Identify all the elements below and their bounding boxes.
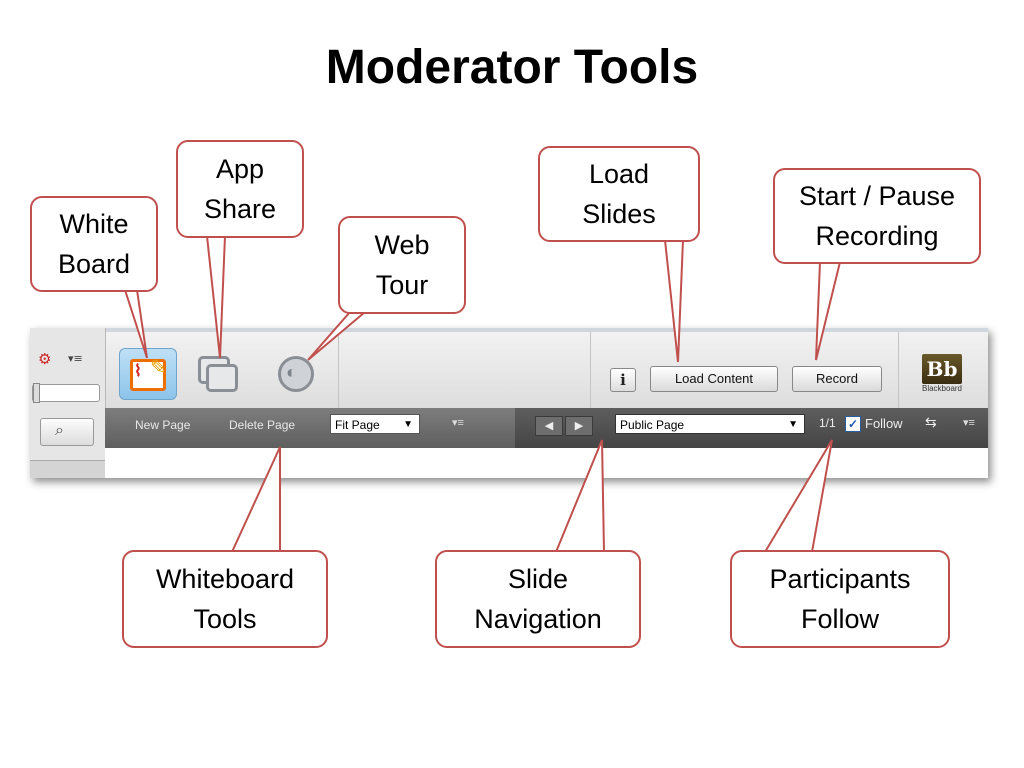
- toolbar-divider: [590, 332, 591, 412]
- volume-slider[interactable]: [32, 383, 100, 403]
- search-icon: ⌕: [55, 422, 64, 439]
- whiteboard-canvas[interactable]: [105, 448, 988, 478]
- web-tour-icon: [278, 356, 314, 392]
- load-content-button[interactable]: Load Content: [650, 366, 778, 392]
- follow-checkbox[interactable]: ✓: [845, 416, 861, 432]
- whiteboard-icon: [130, 359, 166, 391]
- slide-navigation-bar: ◀ ▶ Public Page▼ 1/1 ✓ Follow ⇆ ▾≡: [515, 408, 988, 448]
- whiteboard-menu-icon[interactable]: ▾≡: [452, 417, 464, 429]
- toolbar-divider: [338, 332, 339, 412]
- gear-icon[interactable]: ⚙: [38, 351, 52, 368]
- app-share-button[interactable]: [194, 352, 238, 396]
- panel-menu-icon[interactable]: ▾≡: [68, 352, 83, 365]
- chevron-down-icon: ▼: [403, 419, 413, 430]
- follow-label: Follow: [865, 416, 903, 431]
- record-button[interactable]: Record: [792, 366, 882, 392]
- next-slide-button[interactable]: ▶: [565, 416, 593, 436]
- delete-page-button[interactable]: Delete Page: [229, 418, 296, 432]
- previous-slide-button[interactable]: ◀: [535, 416, 563, 436]
- whiteboard-button[interactable]: ⌇ ✎: [119, 348, 177, 400]
- page-select[interactable]: Public Page▼: [615, 414, 805, 434]
- fit-page-select[interactable]: Fit Page▼: [330, 414, 420, 434]
- navigation-menu-icon[interactable]: ▾≡: [963, 417, 975, 429]
- main-toolbar: ⌇ ✎ ◐ i Load Content Record Bb Blackboar…: [30, 328, 988, 412]
- slider-handle[interactable]: [33, 383, 40, 403]
- web-tour-button[interactable]: ◐: [274, 352, 318, 396]
- swap-arrows-icon[interactable]: ⇆: [925, 414, 937, 430]
- new-page-button[interactable]: New Page: [135, 418, 191, 432]
- toolbar-divider: [898, 332, 899, 412]
- blackboard-logo: Bb Blackboard: [916, 354, 968, 402]
- page-title: Moderator Tools: [325, 41, 699, 94]
- info-button[interactable]: i: [610, 368, 636, 392]
- search-button[interactable]: ⌕: [40, 418, 94, 446]
- toolbar-screenshot: ⌇ ✎ ◐ i Load Content Record Bb Blackboar…: [30, 328, 988, 478]
- pencil-icon: ✎: [150, 357, 167, 379]
- left-panel: ⚙ ▾≡ ⌕: [30, 328, 106, 478]
- chevron-down-icon: ▼: [788, 419, 798, 430]
- secondary-toolbar: New Page Delete Page Fit Page▼ ▾≡ ◀ ▶ Pu…: [105, 408, 988, 448]
- globe-icon: ◐: [286, 362, 297, 382]
- page-counter: 1/1: [819, 416, 836, 430]
- panel-footer: [30, 460, 105, 478]
